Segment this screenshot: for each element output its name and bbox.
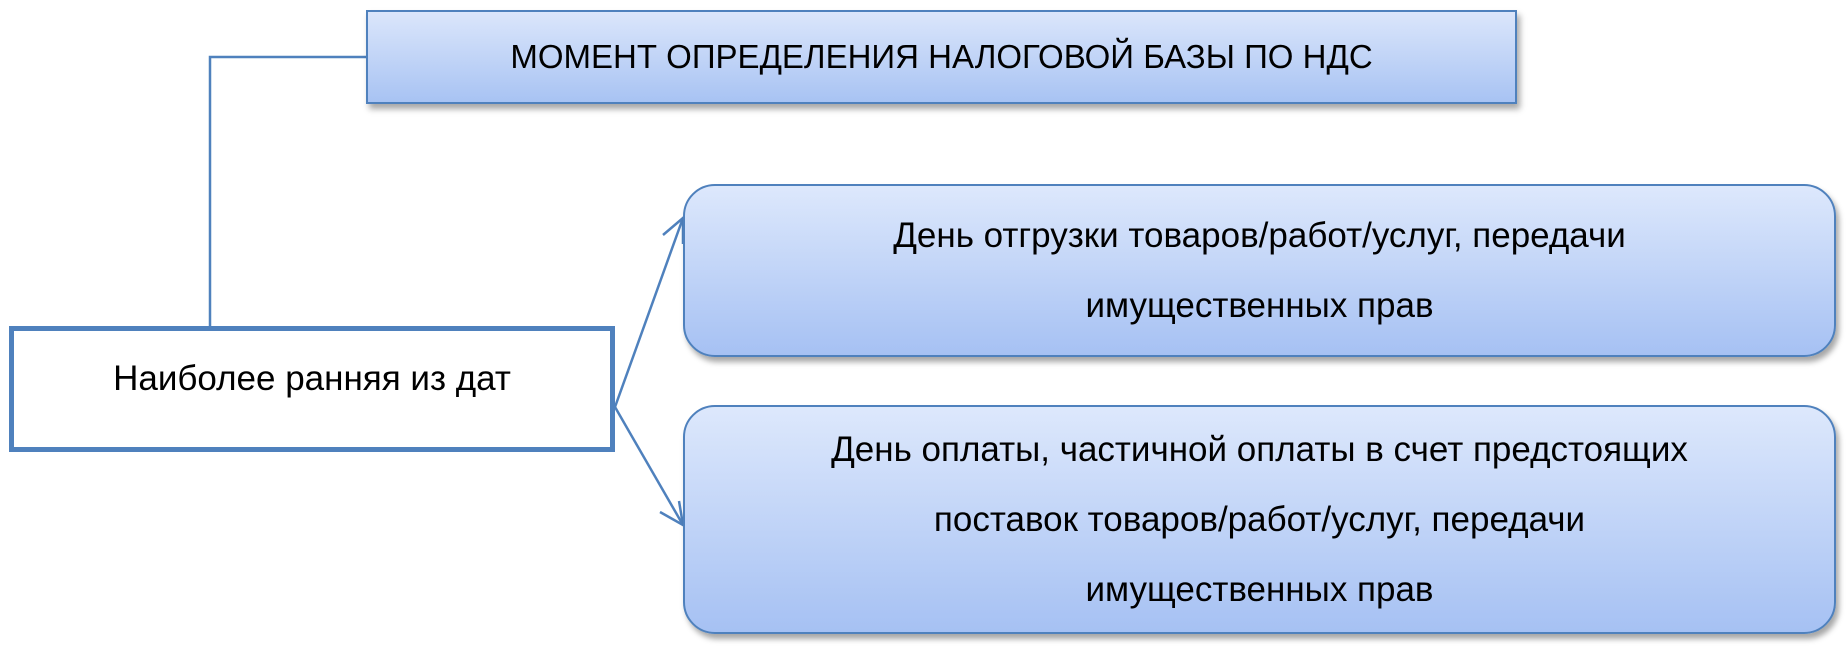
arrowhead-1 xyxy=(662,215,685,244)
option-2-line-3: имущественных прав xyxy=(1085,569,1434,609)
diagram-title: МОМЕНТ ОПРЕДЕЛЕНИЯ НАЛОГОВОЙ БАЗЫ ПО НДС xyxy=(510,38,1373,75)
title-connector-line xyxy=(208,55,366,326)
rule-box: Наиболее ранняя из дат xyxy=(9,326,615,452)
arrow-to-option-1 xyxy=(613,217,685,408)
option-2-line-2: поставок товаров/работ/услуг, передачи xyxy=(933,499,1586,539)
option-1-line-2: имущественных прав xyxy=(1085,285,1434,325)
rule-text: Наиболее ранняя из дат xyxy=(113,359,511,398)
option-box-shipment: День отгрузки товаров/работ/услуг, перед… xyxy=(683,184,1836,357)
arrow-to-option-2 xyxy=(613,406,685,526)
option-box-payment: День оплаты, частичной оплаты в счет пре… xyxy=(683,405,1836,634)
option-2-line-1: День оплаты, частичной оплаты в счет пре… xyxy=(831,429,1688,469)
option-1-line-1: День отгрузки товаров/работ/услуг, перед… xyxy=(893,215,1626,255)
diagram-title-box: МОМЕНТ ОПРЕДЕЛЕНИЯ НАЛОГОВОЙ БАЗЫ ПО НДС xyxy=(366,10,1517,104)
